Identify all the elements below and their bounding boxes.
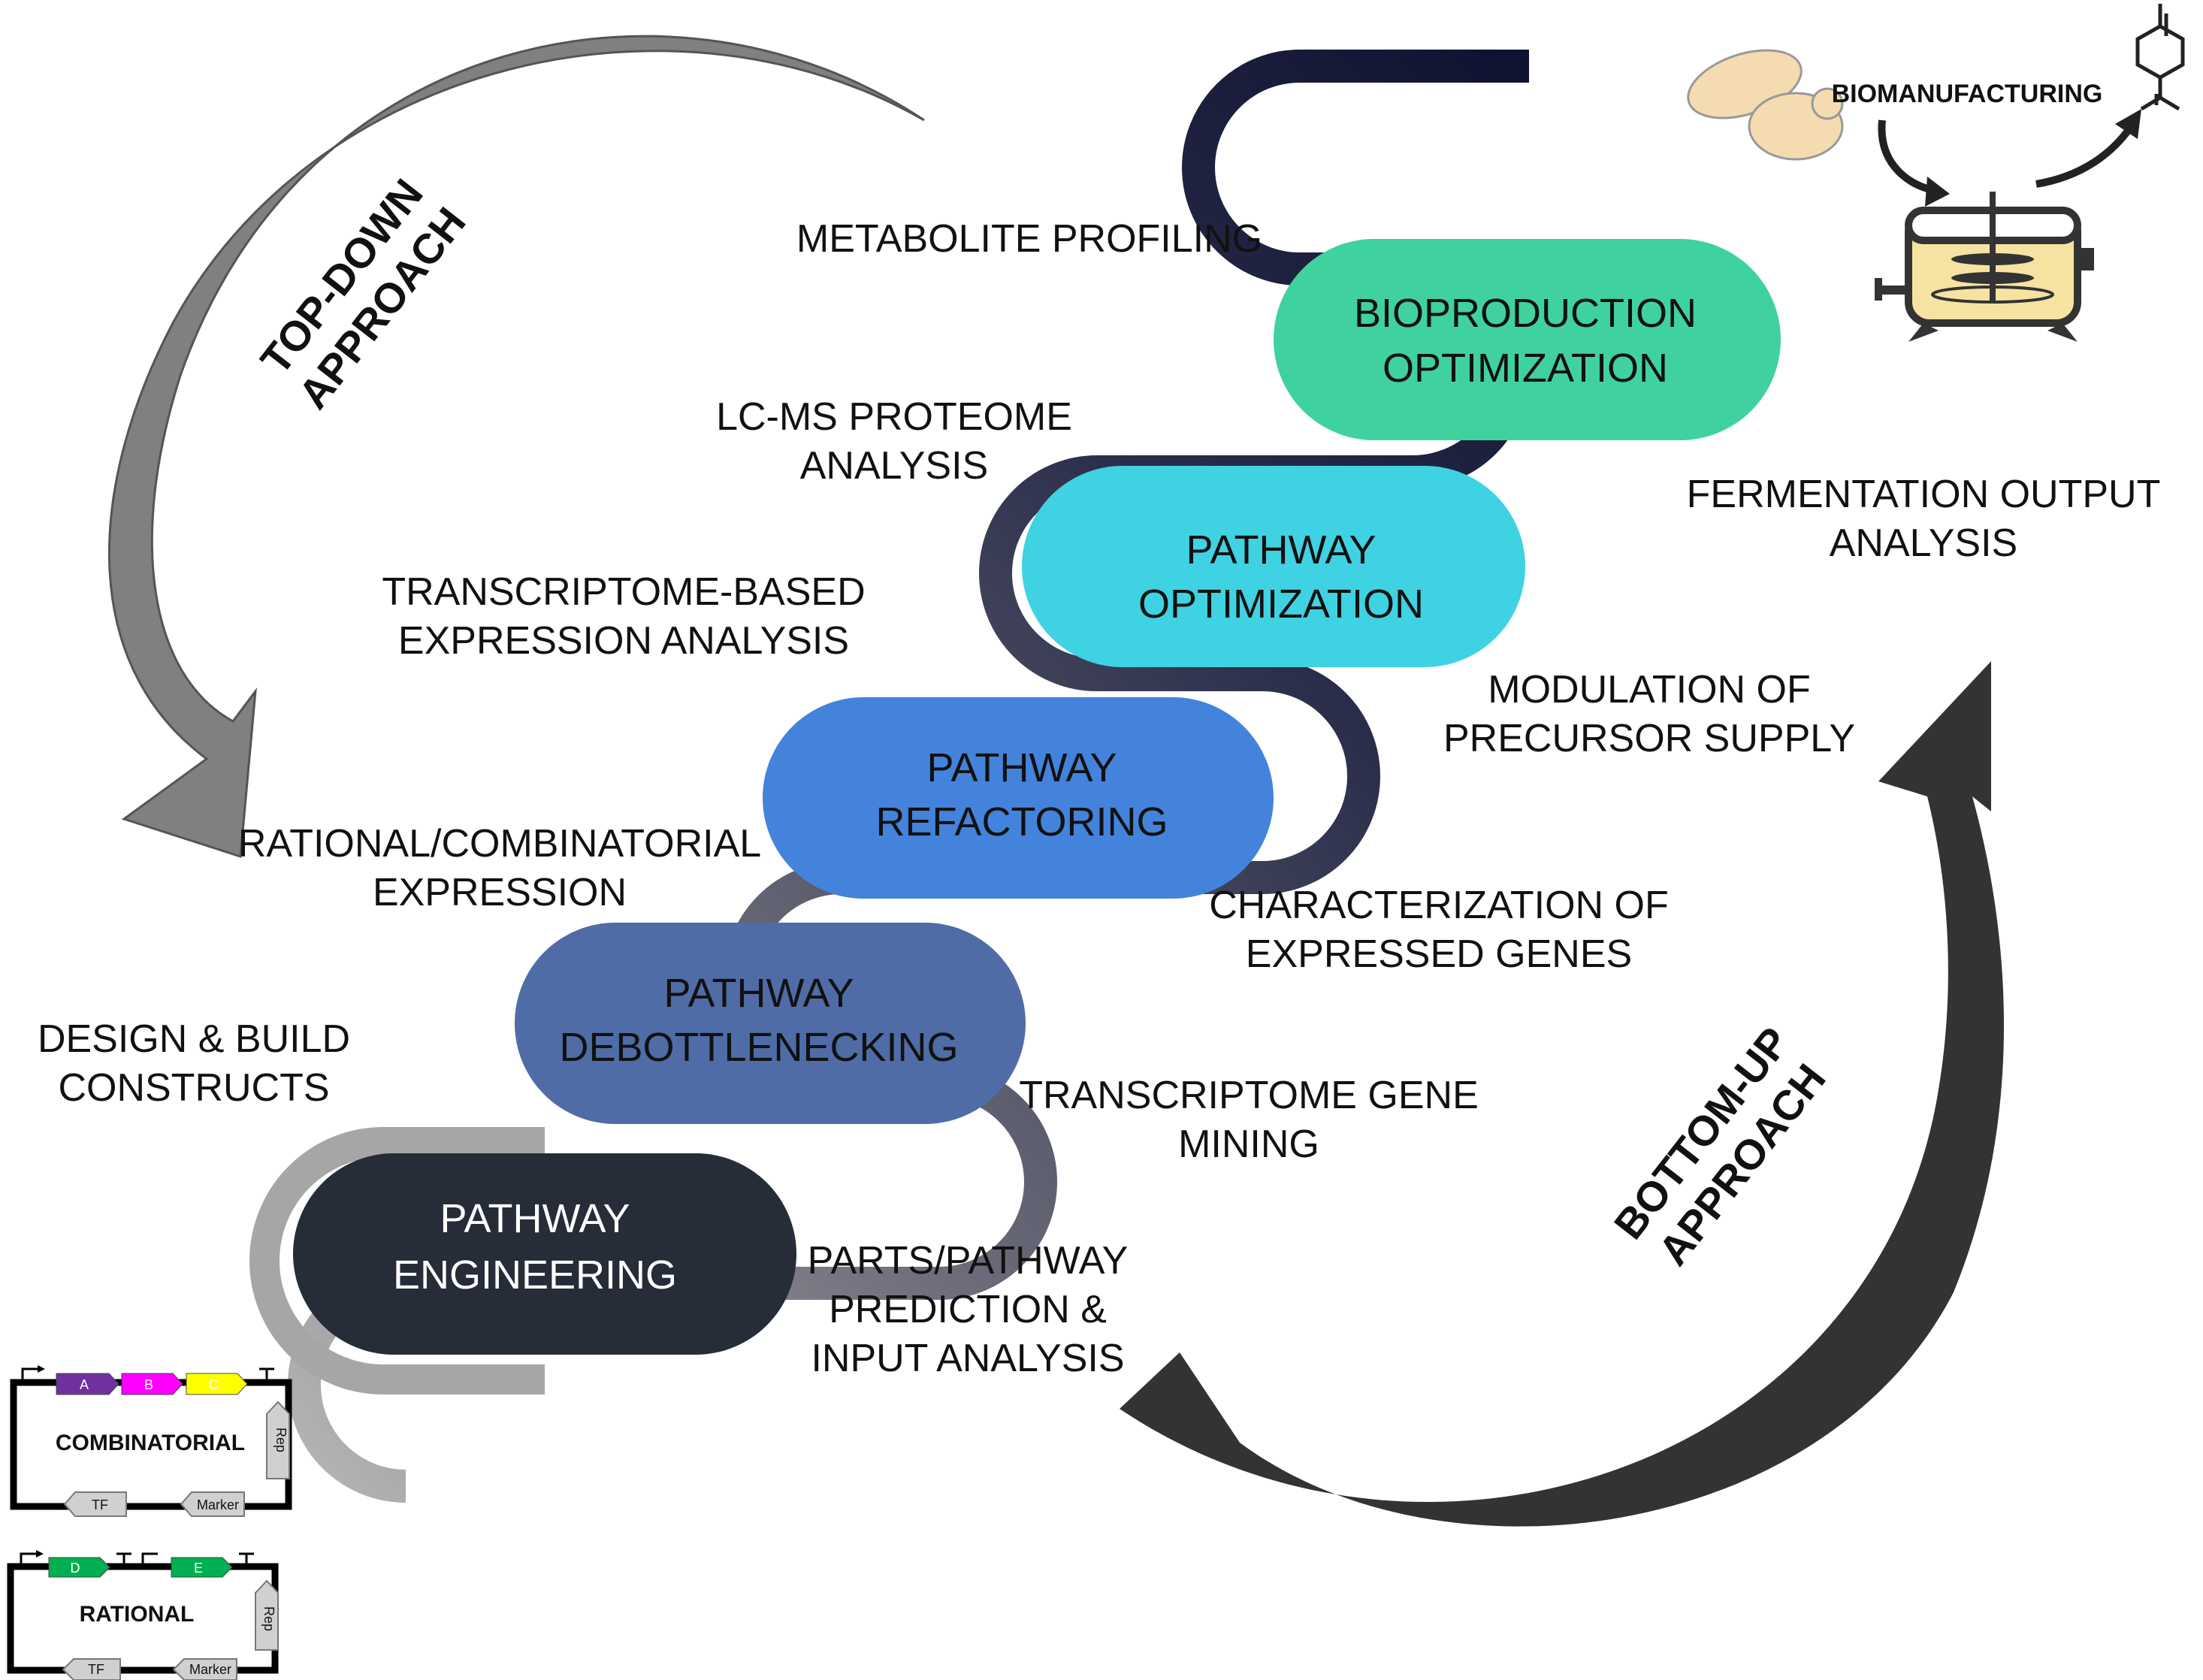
- svg-text:Marker: Marker: [197, 1497, 239, 1512]
- top-down-arrow: [107, 35, 925, 859]
- label-rational-combinatorial: EXPRESSION: [373, 871, 627, 914]
- top-down-title: TOP-DOWN APPROACH: [251, 170, 474, 417]
- label-lcms-proteome: LC-MS PROTEOME: [716, 395, 1072, 439]
- combinatorial-construct: A B C Rep TF Marker COMBINATORIAL: [10, 1365, 292, 1517]
- molecule-icon: [2135, 4, 2185, 111]
- gene-part-c: C: [186, 1373, 248, 1395]
- rep-part: Rep: [255, 1579, 279, 1651]
- gene-part-b: B: [121, 1373, 183, 1395]
- stage-label: PATHWAY: [664, 971, 854, 1016]
- gene-part-a: A: [56, 1373, 119, 1395]
- tf-part: TF: [63, 1491, 127, 1517]
- svg-text:Marker: Marker: [189, 1662, 231, 1677]
- biomanufacturing-inset: BIOMANUFACTURING: [1687, 4, 2185, 342]
- label-transcriptome-based: EXPRESSION ANALYSIS: [398, 619, 849, 663]
- stage-bioproduction-optimization: BIOPRODUCTION OPTIMIZATION: [1274, 239, 1781, 440]
- svg-text:D: D: [71, 1561, 80, 1576]
- label-design-build: CONSTRUCTS: [58, 1066, 329, 1110]
- stage-pathway-engineering: PATHWAY ENGINEERING: [293, 1153, 796, 1355]
- label-characterization: CHARACTERIZATION OF: [1209, 884, 1668, 927]
- stage-label: DEBOTTLENECKING: [559, 1025, 958, 1070]
- label-parts-prediction: PARTS/PATHWAY: [808, 1239, 1129, 1283]
- stage-label: PATHWAY: [440, 1196, 630, 1241]
- curved-arrow-in-icon: [1878, 119, 1940, 195]
- stage-label: REFACTORING: [875, 799, 1168, 845]
- svg-text:Rep: Rep: [273, 1428, 289, 1452]
- stage-label: OPTIMIZATION: [1138, 582, 1424, 627]
- label-parts-prediction: INPUT ANALYSIS: [811, 1337, 1124, 1380]
- tf-part: TF: [62, 1658, 121, 1680]
- svg-text:TF: TF: [92, 1497, 108, 1512]
- curved-arrow-out-icon: [2035, 125, 2134, 188]
- gene-part-d: D: [48, 1557, 110, 1578]
- label-design-build: DESIGN & BUILD: [38, 1017, 350, 1061]
- marker-part: Marker: [180, 1491, 245, 1517]
- label-rational-combinatorial: RATIONAL/COMBINATORIAL: [238, 822, 761, 866]
- bottom-up-title: BOTTOM-UP APPROACH: [1605, 1018, 1835, 1274]
- label-lcms-proteome: ANALYSIS: [800, 444, 988, 488]
- label-fermentation-output: FERMENTATION OUTPUT: [1687, 473, 2161, 516]
- rational-title: RATIONAL: [80, 1602, 195, 1627]
- bottom-up-arrow: [1120, 661, 2005, 1527]
- svg-text:A: A: [80, 1377, 89, 1392]
- label-parts-prediction: PREDICTION &: [829, 1288, 1107, 1331]
- gene-part-e: E: [171, 1557, 233, 1578]
- svg-text:E: E: [194, 1561, 203, 1576]
- label-precursor-supply: PRECURSOR SUPPLY: [1443, 717, 1855, 760]
- label-characterization: EXPRESSED GENES: [1246, 932, 1632, 976]
- marker-part: Marker: [172, 1658, 237, 1680]
- biomanufacturing-label: BIOMANUFACTURING: [1832, 80, 2103, 108]
- svg-text:B: B: [144, 1377, 153, 1392]
- stage-label: PATHWAY: [927, 745, 1117, 790]
- stage-pathway-debottlenecking: PATHWAY DEBOTTLENECKING: [515, 923, 1026, 1124]
- label-metabolite-profiling: METABOLITE PROFILING: [796, 217, 1262, 261]
- svg-text:Rep: Rep: [261, 1606, 277, 1631]
- label-fermentation-output: ANALYSIS: [1830, 521, 2017, 565]
- label-transcriptome-based: TRANSCRIPTOME-BASED: [382, 570, 865, 614]
- yeast-bud-icon: [1811, 87, 1844, 120]
- bioreactor-icon: [1875, 192, 2094, 342]
- label-gene-mining: MINING: [1178, 1123, 1319, 1166]
- stage-label: ENGINEERING: [393, 1252, 677, 1298]
- label-precursor-supply: MODULATION OF: [1488, 668, 1810, 712]
- stage-label: BIOPRODUCTION: [1354, 291, 1697, 336]
- stage-pathway-optimization: PATHWAY OPTIMIZATION: [1022, 466, 1525, 667]
- svg-text:TF: TF: [88, 1662, 104, 1677]
- stage-label: OPTIMIZATION: [1383, 346, 1668, 391]
- stage-pathway-refactoring: PATHWAY REFACTORING: [763, 697, 1274, 899]
- label-gene-mining: TRANSCRIPTOME GENE: [1019, 1074, 1479, 1117]
- rational-construct: D E Rep TF Marker RATIONAL: [7, 1550, 279, 1680]
- stage-label: PATHWAY: [1186, 527, 1376, 573]
- rep-part: Rep: [266, 1401, 290, 1479]
- svg-text:C: C: [209, 1377, 219, 1392]
- combinatorial-title: COMBINATORIAL: [56, 1431, 245, 1455]
